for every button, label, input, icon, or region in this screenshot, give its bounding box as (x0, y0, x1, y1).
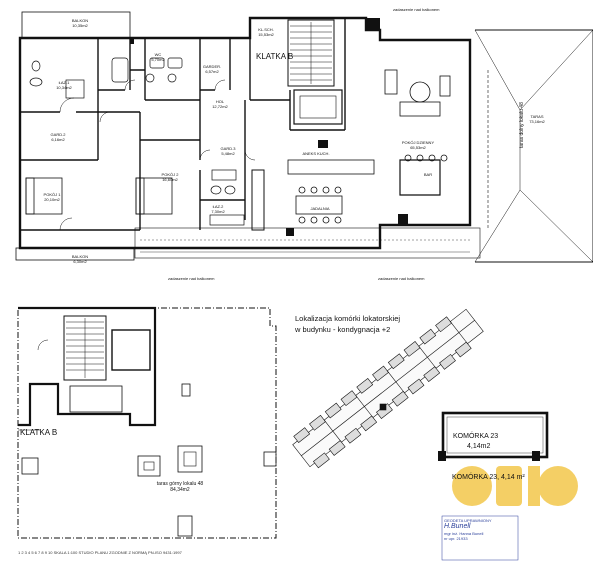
room-label-kitchenette: ANEKS KUCH. (302, 151, 330, 156)
storage-unit-caption: KOMÓRKA 23, 4,14 m² (452, 474, 525, 481)
lower-terrace-label: taras dolny lokalu 48 (519, 102, 525, 148)
balcony-bottom-right (134, 227, 481, 259)
stairwell-top (287, 19, 335, 87)
stairwell-label-bottom: KLATKA B (20, 428, 58, 437)
room-label-dining: JADALNIA (310, 206, 330, 211)
stair-treads-bottom (66, 318, 104, 378)
storage-unit-marker (379, 403, 387, 411)
storage-unit-title: KOMÓRKA 23 (453, 433, 499, 440)
storage-unit-plan (438, 411, 549, 461)
building-location-map (292, 308, 484, 469)
living-room-furniture (384, 69, 451, 117)
columns (130, 18, 408, 236)
beds (25, 177, 173, 215)
kitchen-furniture (251, 154, 448, 231)
outer-walls (18, 16, 472, 250)
room-label-wardrobe: GARDER.6,57m2 (202, 64, 222, 74)
door-swings (59, 79, 256, 231)
room-label-stairwell: KL.SCH.15,53m2 (258, 27, 274, 37)
roof-note-top: zadaszenie nad balkonem (393, 7, 440, 12)
location-note: Lokalizacja komórki lokatorskiej w budyn… (295, 314, 401, 334)
stairwell-label-top: KLATKA B (256, 52, 294, 61)
balcony-bottom (15, 247, 135, 261)
scale-footer: 1 2 3 4 5 6 7 8 9 10 SKALA 1:100 STUDIO … (18, 550, 182, 555)
stair-treads-top (290, 22, 332, 84)
upper-floor-plan (15, 11, 593, 263)
stairwell-bottom (63, 315, 107, 381)
surveyor-stamp: GEODETA UPRAWNIONY H.Bunell mgr inż. Han… (444, 518, 492, 541)
bathroom-fixtures (29, 57, 245, 226)
storage-unit-area: 4,14m2 (467, 443, 491, 450)
interior-walls (20, 18, 346, 231)
terrace-roof-lines (474, 29, 593, 263)
roof-note-bottom-left: zadaszenie nad balkonem (168, 276, 215, 281)
stair-core-walls (18, 306, 157, 427)
room-label-bar: BAR (423, 172, 433, 177)
roof-note-bottom-right: zadaszenie nad balkonem (378, 276, 425, 281)
surveyor-stamp-border (441, 515, 519, 561)
upper-terrace-outline (17, 307, 277, 539)
watermark-logo (452, 466, 578, 506)
terrace-outline (475, 29, 593, 263)
elevator-shaft (293, 89, 343, 125)
lower-floor-plan (17, 306, 277, 539)
